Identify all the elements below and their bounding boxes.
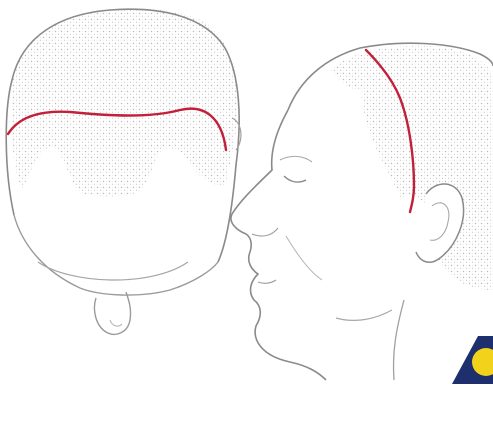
top-view-nose xyxy=(94,292,130,334)
top-view-face-outline xyxy=(14,215,218,295)
side-profile-mouth xyxy=(258,280,276,283)
side-profile-jaw-line xyxy=(336,310,392,320)
side-profile-neck-line xyxy=(393,300,404,380)
side-profile-nasolabial-line xyxy=(286,236,322,280)
side-profile-nostril xyxy=(252,228,278,236)
side-profile-hair-region xyxy=(330,46,493,290)
top-view-head xyxy=(6,9,241,335)
top-view-hair-region xyxy=(11,9,236,197)
side-profile-eyebrow xyxy=(280,156,312,162)
side-profile-face-outline xyxy=(231,110,326,380)
triangle-circle-logo-icon xyxy=(452,336,493,384)
top-view-nostril-line xyxy=(110,320,122,326)
side-profile-eye xyxy=(284,176,306,182)
side-profile-head xyxy=(231,43,493,380)
